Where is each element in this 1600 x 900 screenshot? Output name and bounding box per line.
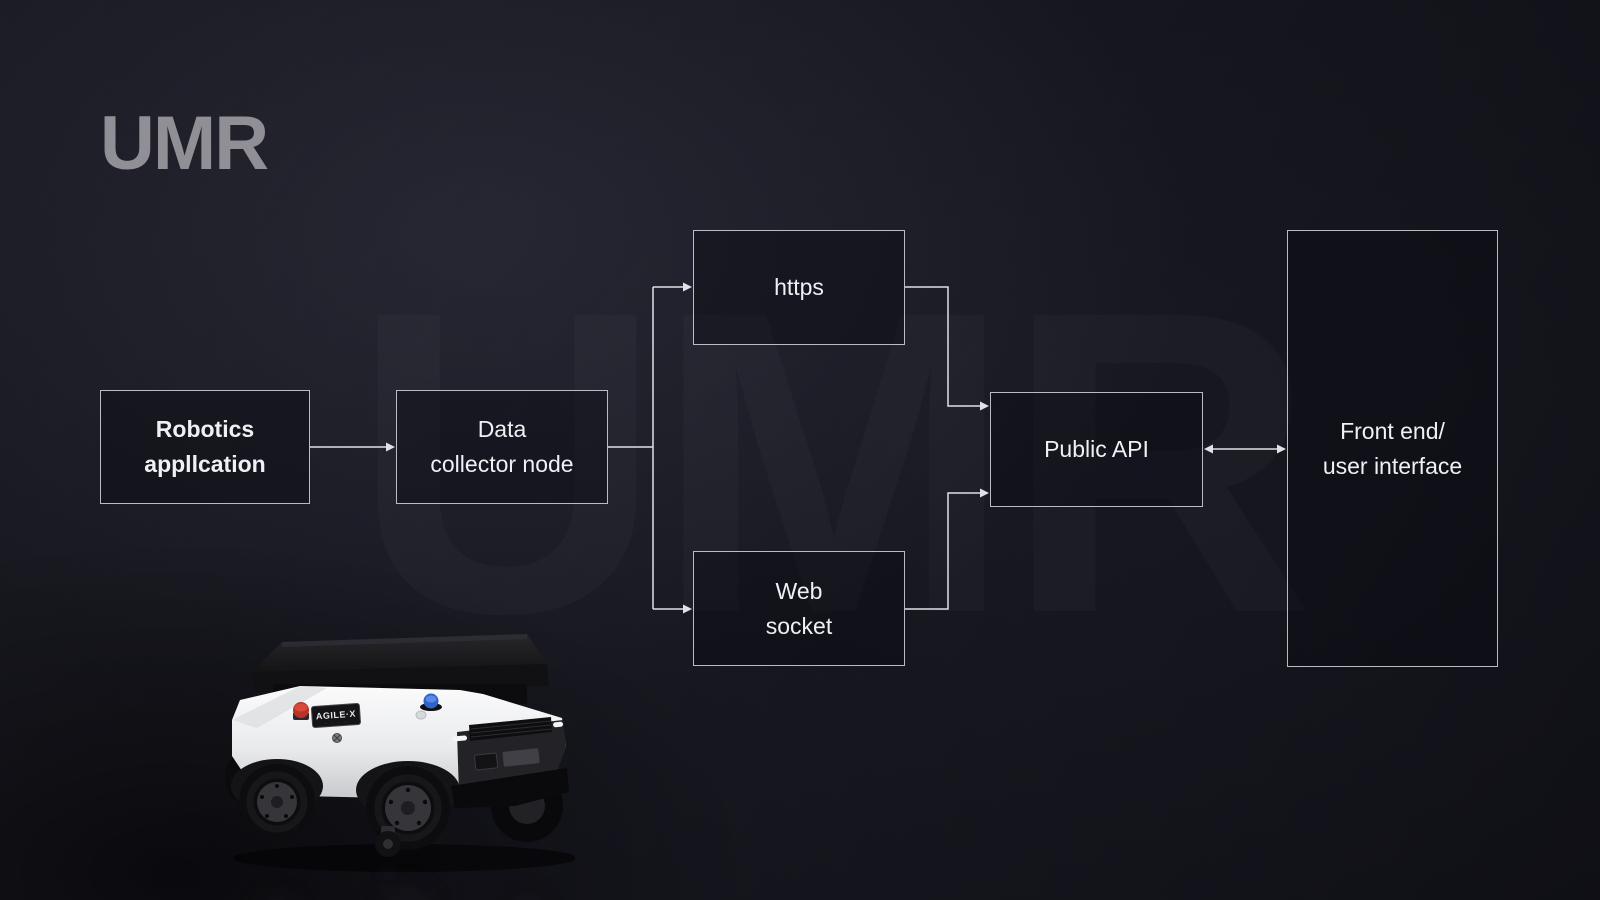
arrowhead-icon bbox=[683, 282, 692, 292]
node-label: https bbox=[774, 274, 824, 300]
node-https: https bbox=[693, 230, 905, 345]
umr-logo: UMR bbox=[100, 101, 269, 186]
brand-plate-label: AGILE·X bbox=[316, 709, 357, 722]
wheel bbox=[239, 764, 315, 840]
brand-plate-subtext: · · · · bbox=[324, 719, 348, 726]
node-label: Public API bbox=[1044, 436, 1149, 462]
node-label: Data collector node bbox=[430, 416, 574, 477]
robot-bumper bbox=[451, 768, 569, 808]
edge-websocket-to-api bbox=[905, 492, 980, 610]
beacon-light-icon bbox=[420, 693, 442, 711]
arrowhead-icon bbox=[683, 604, 692, 614]
front-grille bbox=[469, 717, 553, 741]
node-web-socket: Web socket bbox=[693, 551, 905, 666]
sensor-dot bbox=[415, 710, 427, 720]
arrowhead-icon bbox=[1277, 444, 1286, 454]
robot-shadow bbox=[233, 844, 575, 872]
led-strip bbox=[452, 735, 468, 742]
brand-plate: AGILE·X · · · · bbox=[310, 703, 361, 728]
node-front-end: Front end/ user interface bbox=[1287, 230, 1498, 667]
node-data-collector: Data collector node bbox=[396, 390, 608, 504]
robot-image: AGILE·X · · · · bbox=[215, 634, 575, 900]
arrowhead-icon bbox=[980, 401, 989, 411]
caster-wheel bbox=[375, 826, 401, 857]
estop-button-icon bbox=[293, 702, 309, 720]
node-label: Web socket bbox=[765, 577, 833, 639]
led-strip bbox=[553, 721, 564, 728]
arrowhead-icon bbox=[1204, 444, 1213, 454]
screw-detail bbox=[332, 733, 342, 743]
node-label: Robotics appllcation bbox=[144, 416, 266, 477]
arrowhead-icon bbox=[386, 442, 395, 452]
node-label: Front end/ user interface bbox=[1322, 417, 1463, 479]
node-public-api: Public API bbox=[990, 392, 1203, 507]
edge-data-branch bbox=[608, 286, 683, 610]
wheel bbox=[366, 766, 450, 850]
robot-body: AGILE·X · · · · bbox=[225, 634, 569, 857]
arrowhead-icon bbox=[980, 488, 989, 498]
node-robotics-application: Robotics appllcation bbox=[100, 390, 310, 504]
edge-https-to-api bbox=[905, 286, 980, 407]
